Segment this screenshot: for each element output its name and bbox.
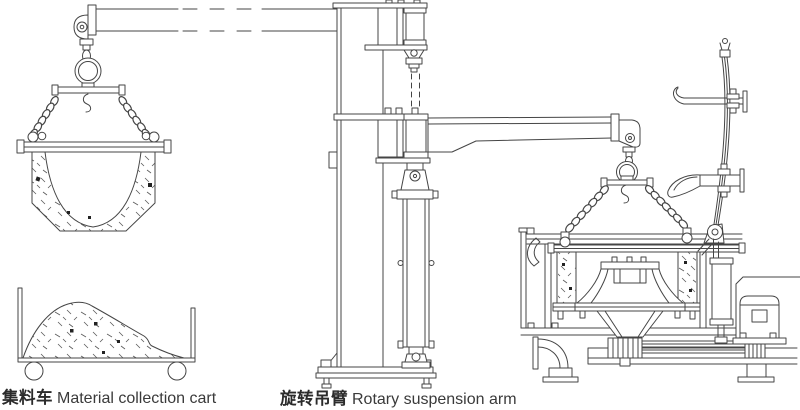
s-hook-icon xyxy=(82,93,92,113)
pipe-flange xyxy=(742,90,748,113)
caption-material-cart-cn: 集料车 xyxy=(2,389,53,407)
arm-carriage-raised xyxy=(364,7,428,108)
bag-lift-cylinder xyxy=(709,238,734,344)
motor-nameplate xyxy=(751,309,768,323)
spreader-bar-right xyxy=(604,179,650,186)
filter-bag-in-basket xyxy=(558,251,696,304)
cart-floor xyxy=(17,357,196,363)
centrifuge xyxy=(518,38,800,383)
drain-elbow-pipe xyxy=(532,336,579,383)
s-hook-icon xyxy=(620,184,630,204)
material-cart xyxy=(17,287,196,381)
cart-right-wall xyxy=(190,307,196,359)
rotor-cone xyxy=(574,256,686,338)
spreader-bar-left xyxy=(51,82,126,113)
pipe-flange xyxy=(739,168,745,193)
drive-belt xyxy=(641,340,746,354)
left-leg xyxy=(548,367,573,378)
lift-hydraulic-cylinder xyxy=(391,162,439,369)
arm-end-cap xyxy=(610,113,620,142)
bag-guide-post xyxy=(712,38,731,232)
hoist-hook-right xyxy=(600,146,654,204)
hoist-hook-left xyxy=(74,38,102,85)
handle-hook xyxy=(527,237,541,267)
caption-material-cart-en: Material collection cart xyxy=(57,390,217,407)
cart-material-mound xyxy=(22,301,185,359)
cylinder-rod-phantom xyxy=(411,73,420,108)
bag-material-texture xyxy=(32,152,155,231)
cart-wheel xyxy=(24,361,44,381)
right-leg xyxy=(737,363,775,383)
drive-pulley xyxy=(607,337,643,367)
cart-wheel xyxy=(167,361,187,381)
chains-left xyxy=(27,94,153,141)
filter-bag-hoisted xyxy=(16,131,172,232)
feed-pipe-upper xyxy=(672,86,748,114)
basket-housing xyxy=(518,227,743,329)
guide-pulley xyxy=(697,223,725,256)
bag-rim-in-basket xyxy=(547,227,746,254)
motor xyxy=(732,276,800,345)
caption-rotary-arm-en: Rotary suspension arm xyxy=(352,391,517,408)
rotary-arm-lowered xyxy=(427,113,641,153)
cart-left-wall xyxy=(17,287,23,359)
mast-top-plate xyxy=(332,2,428,9)
rotary-arm-raised-phantom xyxy=(73,4,338,40)
caption-rotary-arm-cn: 旋转吊臂 xyxy=(280,390,348,408)
discharge-spout-pipe xyxy=(667,163,745,198)
arm-carriage-lowered xyxy=(333,107,431,164)
left-foot xyxy=(542,376,579,383)
